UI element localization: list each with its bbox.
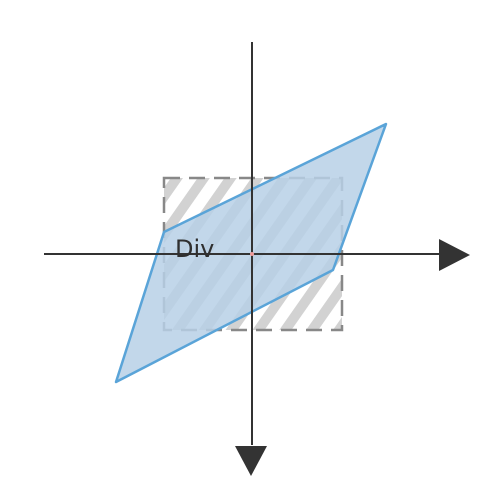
origin-dot [250,252,254,256]
arrow-down-icon [235,446,267,476]
div-label: Div [175,235,214,263]
arrow-right-icon [439,239,470,271]
